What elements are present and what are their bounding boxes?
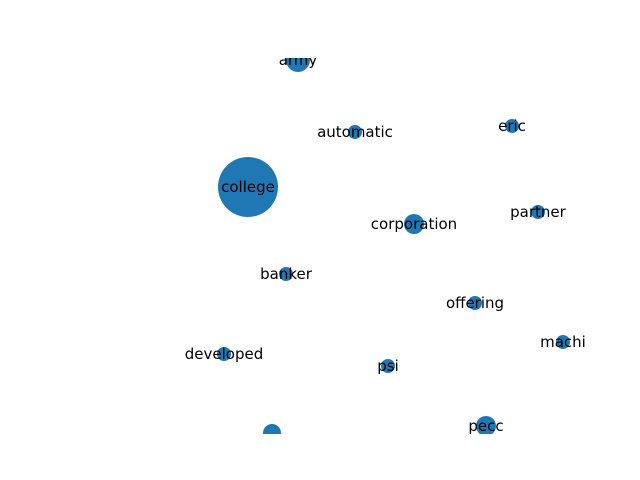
- node-label-banker: banker: [260, 265, 313, 283]
- graph-node-machi: [556, 335, 570, 349]
- node-label-corporation: corporation: [371, 215, 457, 233]
- node-label-college: college: [221, 178, 275, 196]
- node-label-psi: psi: [377, 357, 399, 375]
- node-label-eric: eric: [498, 117, 526, 135]
- node-label-pecc: pecc: [468, 417, 503, 435]
- graph-node-corporation: [404, 214, 424, 234]
- graph-node-developed: [217, 347, 231, 361]
- graph-node-pecc: [476, 416, 496, 434]
- node-label-developed: developed: [185, 345, 263, 363]
- node-label-automatic: automatic: [317, 123, 393, 141]
- graph-node-unlabeled-bottom: [263, 424, 281, 434]
- graph-node-college: [218, 157, 278, 217]
- graph-node-offering: [468, 296, 482, 310]
- node-label-partner: partner: [510, 203, 566, 221]
- node-label-army: army: [279, 51, 318, 69]
- graph-node-banker: [279, 267, 293, 281]
- node-label-offering: offering: [446, 294, 504, 312]
- graph-node-army: [286, 58, 310, 72]
- graph-node-psi: [381, 359, 395, 373]
- graph-node-partner: [531, 205, 545, 219]
- graph-nodes-layer: army automatic eric college corporation partn…: [185, 51, 586, 435]
- graph-node-eric: [505, 119, 519, 133]
- graph-node-automatic: [348, 125, 362, 139]
- node-label-machi: machi: [540, 333, 586, 351]
